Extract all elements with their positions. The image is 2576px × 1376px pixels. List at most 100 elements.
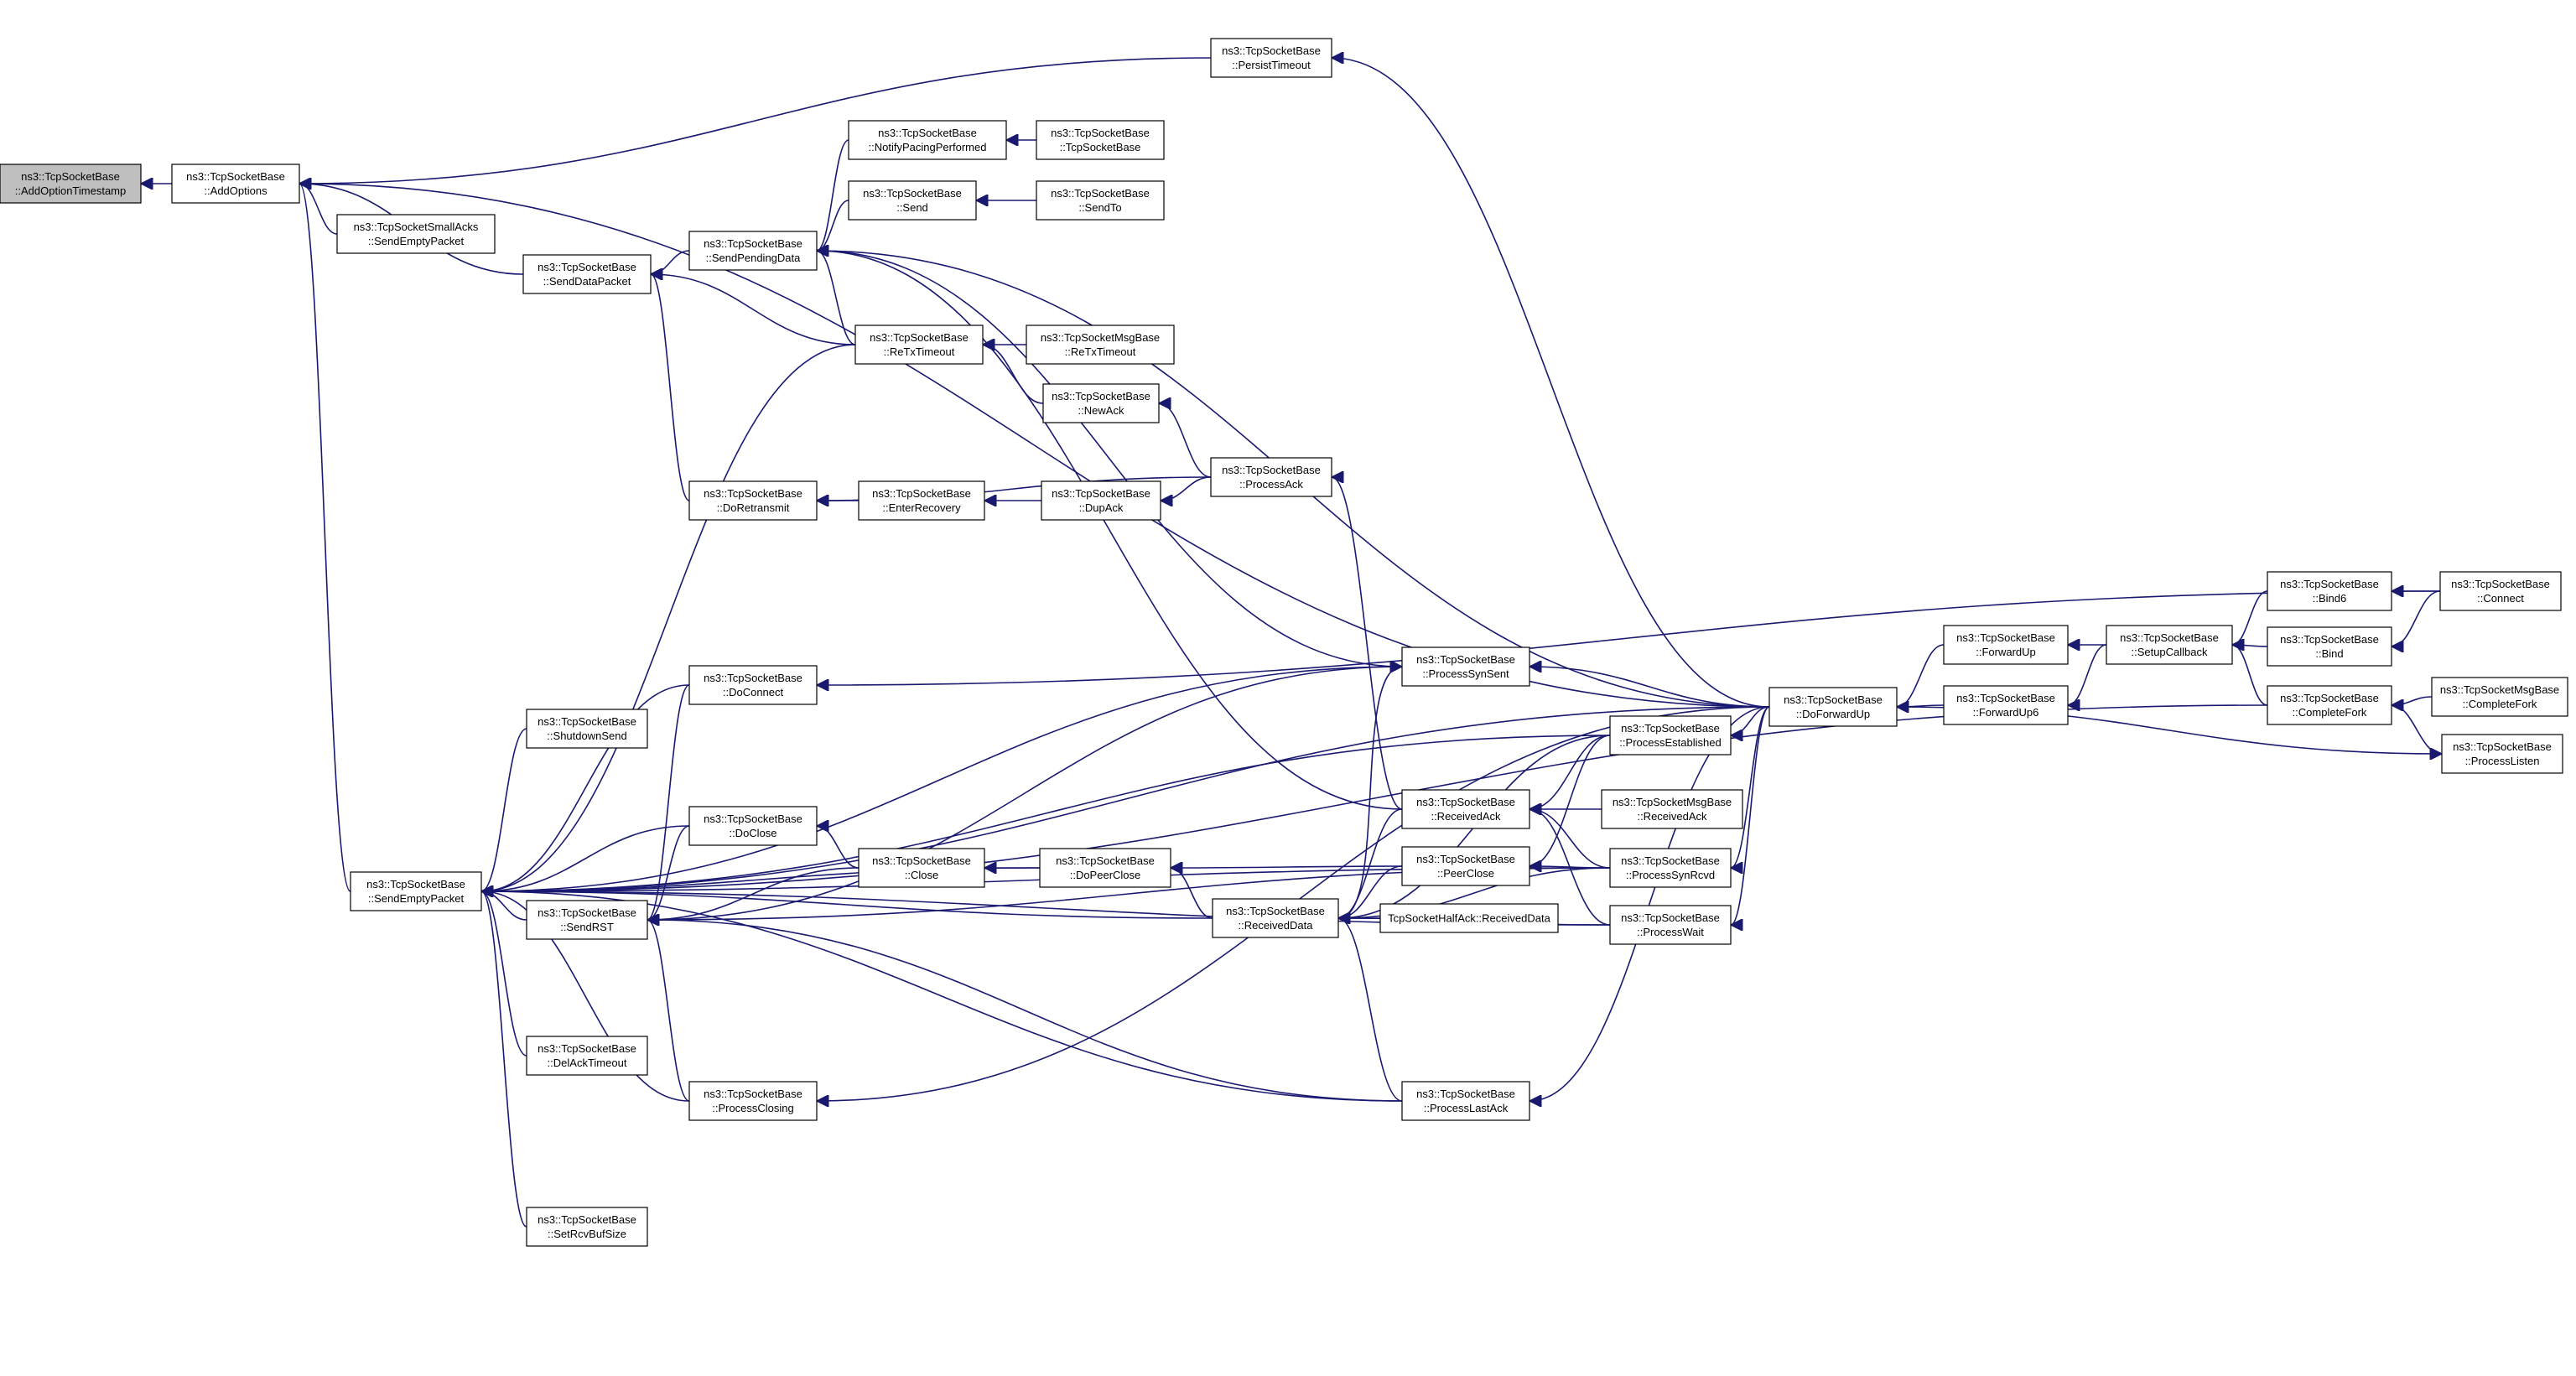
graph-node-halfAckReceivedData[interactable]: TcpSocketHalfAck::ReceivedData [1379, 903, 1559, 933]
graph-node-sendPendingData[interactable]: ns3::TcpSocketBase::SendPendingData [688, 231, 818, 271]
graph-node-sendEmptyPacket[interactable]: ns3::TcpSocketBase::SendEmptyPacket [350, 871, 482, 911]
call-edge-sendEmptyPacket-to-addOptions [299, 184, 351, 892]
graph-node-tcpSocketBaseCtor[interactable]: ns3::TcpSocketBase::TcpSocketBase [1036, 120, 1165, 160]
node-box [522, 254, 652, 294]
node-label-line: ns3::TcpSocketBase [1222, 44, 1321, 57]
node-label-line: ns3::TcpSocketBase [538, 906, 636, 919]
graph-node-doPeerClose[interactable]: ns3::TcpSocketBase::DoPeerClose [1039, 848, 1171, 888]
node-label-line: ns3::TcpSocketBase [872, 854, 971, 867]
call-edge-doForwardUp-to-persistTimeout [1332, 58, 1770, 708]
graph-node-addOptionTimestamp[interactable]: ns3::TcpSocketBase::AddOptionTimestamp [0, 164, 142, 204]
graph-node-doConnect[interactable]: ns3::TcpSocketBase::DoConnect [688, 665, 818, 705]
node-box [350, 871, 482, 911]
node-label-line: ::PeerClose [1437, 867, 1494, 880]
graph-node-enterRecovery[interactable]: ns3::TcpSocketBase::EnterRecovery [858, 480, 985, 521]
node-label-line: ::Bind6 [2313, 592, 2346, 605]
graph-node-msgReceivedAck[interactable]: ns3::TcpSocketMsgBase::ReceivedAck [1601, 789, 1743, 829]
graph-node-sendDataPacket[interactable]: ns3::TcpSocketBase::SendDataPacket [522, 254, 652, 294]
node-label-line: ns3::TcpSocketBase [21, 170, 120, 183]
node-label-line: ns3::TcpSocketBase [538, 1213, 636, 1226]
node-label-line: ns3::TcpSocketBase [1416, 796, 1515, 808]
node-box [1042, 383, 1160, 423]
graph-node-delAckTimeout[interactable]: ns3::TcpSocketBase::DelAckTimeout [526, 1036, 648, 1076]
graph-node-forwardUp[interactable]: ns3::TcpSocketBase::ForwardUp [1943, 625, 2069, 665]
node-label-line: ::ReTxTimeout [884, 345, 955, 358]
node-label-line: ::CompleteFork [2463, 698, 2537, 710]
node-box [1601, 789, 1743, 829]
graph-node-doClose[interactable]: ns3::TcpSocketBase::DoClose [688, 806, 818, 846]
node-label-line: ns3::TcpSocketBase [704, 813, 802, 825]
node-label-line: ::ProcessListen [2465, 755, 2540, 767]
call-edge-doForwardUp-to-sendEmptyPacket [481, 706, 1770, 891]
graph-node-dupAck[interactable]: ns3::TcpSocketBase::DupAck [1041, 480, 1161, 521]
graph-node-send[interactable]: ns3::TcpSocketBase::Send [848, 180, 977, 221]
node-label-line: ns3::TcpSocketBase [2280, 633, 2379, 646]
graph-node-msgCompleteFork[interactable]: ns3::TcpSocketMsgBase::CompleteFork [2431, 677, 2568, 717]
graph-node-persistTimeout[interactable]: ns3::TcpSocketBase::PersistTimeout [1210, 38, 1332, 78]
graph-node-doRetransmit[interactable]: ns3::TcpSocketBase::DoRetransmit [688, 480, 818, 521]
graph-node-sendRST[interactable]: ns3::TcpSocketBase::SendRST [526, 900, 648, 940]
node-label-line: ::ReTxTimeout [1065, 345, 1136, 358]
graph-node-completeFork[interactable]: ns3::TcpSocketBase::CompleteFork [2267, 685, 2392, 725]
graph-node-msgReTxTimeout[interactable]: ns3::TcpSocketMsgBase::ReTxTimeout [1026, 325, 1175, 365]
node-label-line: ::ShutdownSend [547, 730, 626, 742]
call-edge-msgCompleteFork-to-completeFork [2392, 696, 2433, 705]
node-label-line: ::DupAck [1079, 501, 1124, 514]
node-box [1210, 457, 1332, 497]
node-box [1401, 789, 1530, 829]
graph-node-bind[interactable]: ns3::TcpSocketBase::Bind [2267, 626, 2392, 667]
node-label-line: ns3::TcpSocketBase [1621, 911, 1720, 924]
call-edge-doForwardUp-to-processWait [1730, 706, 1770, 925]
call-edge-connect-to-bind [2391, 590, 2441, 646]
call-edge-completeFork-to-setupCallback [2231, 645, 2268, 706]
graph-node-processEstablished[interactable]: ns3::TcpSocketBase::ProcessEstablished [1609, 715, 1732, 756]
node-label-line: ::NotifyPacingPerformed [869, 141, 987, 153]
node-label-line: ::ForwardUp [1976, 646, 2036, 658]
graph-node-forwardUp6[interactable]: ns3::TcpSocketBase::ForwardUp6 [1943, 685, 2069, 725]
node-label-line: ::SendEmptyPacket [368, 235, 465, 247]
call-edge-doForwardUp-to-addOptions [299, 184, 1770, 708]
graph-node-close[interactable]: ns3::TcpSocketBase::Close [858, 848, 985, 888]
call-edge-doForwardUp-to-processLastAck [1530, 706, 1770, 1101]
call-edge-notifyPacing-to-sendPendingData [816, 139, 849, 251]
node-label-line: ns3::TcpSocketBase [1621, 722, 1720, 735]
node-label-line: ::SendRST [560, 921, 614, 933]
graph-node-shutdownSend[interactable]: ns3::TcpSocketBase::ShutdownSend [526, 709, 648, 749]
node-box [1401, 646, 1530, 687]
node-label-line: ::Connect [2477, 592, 2524, 605]
graph-node-processSynRcvd[interactable]: ns3::TcpSocketBase::ProcessSynRcvd [1609, 848, 1732, 888]
graph-node-notifyPacing[interactable]: ns3::TcpSocketBase::NotifyPacingPerforme… [848, 120, 1007, 160]
graph-node-connect[interactable]: ns3::TcpSocketBase::Connect [2439, 571, 2562, 611]
node-label-line: ns3::TcpSocketBase [704, 237, 802, 250]
graph-node-reTxTimeout[interactable]: ns3::TcpSocketBase::ReTxTimeout [854, 325, 984, 365]
graph-node-processSynSent[interactable]: ns3::TcpSocketBase::ProcessSynSent [1401, 646, 1530, 687]
graph-node-addOptions[interactable]: ns3::TcpSocketBase::AddOptions [171, 164, 300, 204]
node-label-line: ::ProcessEstablished [1619, 736, 1721, 749]
node-label-line: ::ReceivedAck [1637, 810, 1707, 823]
graph-node-newAck[interactable]: ns3::TcpSocketBase::NewAck [1042, 383, 1160, 423]
graph-node-bind6[interactable]: ns3::TcpSocketBase::Bind6 [2267, 571, 2392, 611]
graph-node-smallAcksSendEmpty[interactable]: ns3::TcpSocketSmallAcks::SendEmptyPacket [336, 214, 496, 254]
node-label-line: ::TcpSocketBase [1060, 141, 1141, 153]
graph-node-setRcvBufSize[interactable]: ns3::TcpSocketBase::SetRcvBufSize [526, 1207, 648, 1247]
graph-node-processListen[interactable]: ns3::TcpSocketBase::ProcessListen [2441, 734, 2563, 774]
node-box [526, 1036, 648, 1076]
call-edge-processAck-to-newAck [1158, 403, 1212, 478]
graph-node-processAck[interactable]: ns3::TcpSocketBase::ProcessAck [1210, 457, 1332, 497]
graph-node-processClosing[interactable]: ns3::TcpSocketBase::ProcessClosing [688, 1081, 818, 1121]
node-box [688, 1081, 818, 1121]
graph-node-receivedData[interactable]: ns3::TcpSocketBase::ReceivedData [1212, 898, 1339, 938]
graph-node-setupCallback[interactable]: ns3::TcpSocketBase::SetupCallback [2106, 625, 2233, 665]
node-label-line: ::ProcessLastAck [1424, 1102, 1509, 1114]
graph-node-processWait[interactable]: ns3::TcpSocketBase::ProcessWait [1609, 905, 1732, 945]
node-box [688, 480, 818, 521]
graph-node-processLastAck[interactable]: ns3::TcpSocketBase::ProcessLastAck [1401, 1081, 1530, 1121]
graph-node-receivedAck[interactable]: ns3::TcpSocketBase::ReceivedAck [1401, 789, 1530, 829]
graph-node-doForwardUp[interactable]: ns3::TcpSocketBase::DoForwardUp [1768, 687, 1898, 727]
graph-node-peerClose[interactable]: ns3::TcpSocketBase::PeerClose [1401, 846, 1530, 886]
node-label-line: ::Close [905, 869, 938, 881]
call-edge-smallAcksSendEmpty-to-addOptions [299, 184, 338, 235]
graph-node-sendTo[interactable]: ns3::TcpSocketBase::SendTo [1036, 180, 1165, 221]
node-label-line: ns3::TcpSocketBase [1051, 127, 1150, 139]
